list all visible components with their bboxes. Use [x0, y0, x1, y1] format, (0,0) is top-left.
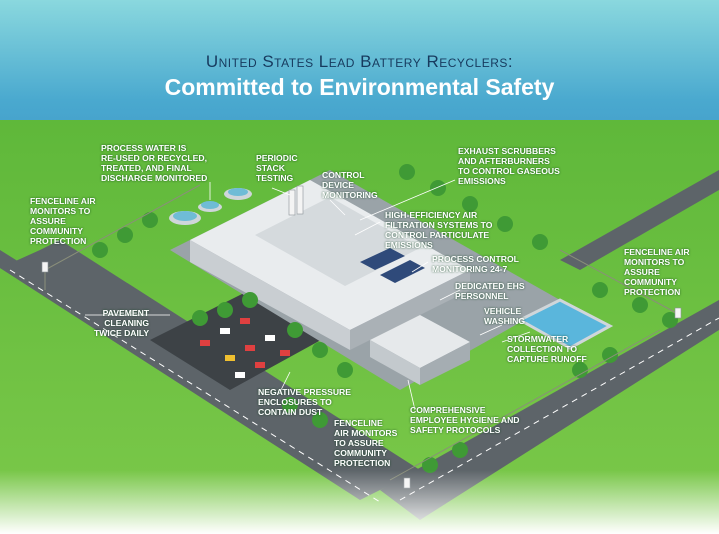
main-building: [190, 180, 470, 350]
parked-cars: [200, 318, 290, 378]
title-line-1: United States Lead Battery Recyclers:: [205, 52, 514, 71]
label-dedicated-ehs: Dedicated EHS personnel: [455, 281, 525, 301]
stormwater-pond: [516, 298, 614, 350]
trees: [92, 164, 678, 473]
title-line-2: Committed to Environmental Safety: [164, 74, 555, 100]
water-tanks: [169, 188, 252, 225]
enclosure-building: [370, 315, 470, 385]
label-vehicle-washing: Vehicle washing: [484, 306, 526, 326]
label-control-device: Control device monitoring: [322, 170, 378, 200]
label-hygiene: Comprehensive employee hygiene and safet…: [410, 405, 520, 435]
label-exhaust-scrubbers: Exhaust scrubbers and afterburners to co…: [458, 146, 560, 186]
fence: [44, 184, 681, 481]
label-process-control: Process control monitoring 24-7: [432, 254, 519, 274]
bottom-fade: [0, 470, 719, 534]
label-stormwater: Stormwater collection to capture runoff: [507, 334, 587, 364]
label-fenceline-left: Fenceline air monitors to assure communi…: [30, 196, 96, 246]
label-fenceline-bottom: Fenceline air monitors to assure communi…: [334, 418, 398, 468]
label-hepa: High-efficiency air filtration systems t…: [385, 210, 493, 250]
road-lines: [9, 269, 719, 503]
label-negative-pressure: Negative pressure enclosures to contain …: [258, 387, 351, 417]
leader-lines: [85, 179, 531, 411]
stacks: [288, 185, 304, 216]
label-process-water: Process water is re-used or recycled, tr…: [101, 143, 208, 183]
label-fenceline-right: Fenceline air monitors to assure communi…: [624, 247, 690, 297]
label-periodic-stack: Periodic stack testing: [256, 153, 298, 183]
label-pavement: Pavement cleaning twice daily: [94, 308, 150, 338]
